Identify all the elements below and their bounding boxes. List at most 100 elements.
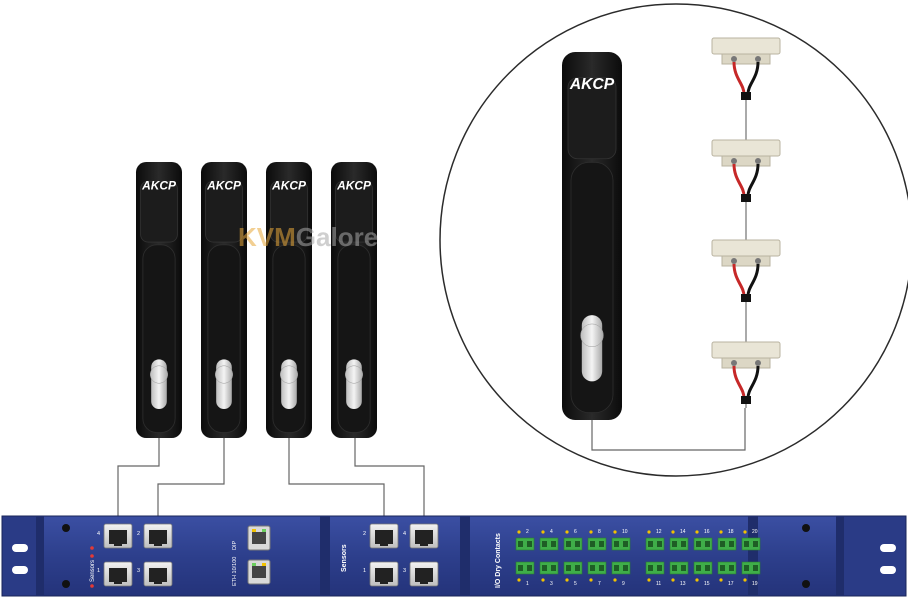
- io-terminal-block[interactable]: [587, 537, 607, 551]
- io-terminal-block[interactable]: [515, 537, 535, 551]
- handle-brand-logo: AKCP: [271, 179, 306, 193]
- handle-brand-logo: AKCP: [206, 179, 241, 193]
- sensor-port[interactable]: [369, 523, 399, 549]
- sensor-port[interactable]: [369, 561, 399, 587]
- io-terminal-block[interactable]: [515, 561, 535, 575]
- red-wire: [732, 163, 746, 197]
- handle-top-pad: [567, 77, 617, 160]
- io-terminal-block[interactable]: [611, 537, 631, 551]
- terminal-screw-icon: [551, 565, 556, 571]
- sensor-port[interactable]: [409, 561, 439, 587]
- led-icon: [565, 530, 569, 534]
- terminal-screw-icon: [623, 541, 628, 547]
- terminal-screw-icon: [590, 541, 595, 547]
- terminal-screw-icon: [681, 565, 686, 571]
- sensor-port[interactable]: [103, 561, 133, 587]
- wire-splice: [741, 396, 751, 404]
- sensor-port[interactable]: [103, 523, 133, 549]
- black-wire: [746, 365, 760, 399]
- sensor-base: [721, 53, 771, 65]
- io-terminal-block[interactable]: [741, 537, 761, 551]
- terminal-screw-icon: [744, 541, 749, 547]
- door-contact-sensor: [711, 37, 781, 140]
- io-terminal-block[interactable]: [645, 561, 665, 575]
- io-number-label: 18: [728, 529, 734, 535]
- red-wire: [732, 365, 746, 399]
- io-terminal-block[interactable]: [669, 537, 689, 551]
- terminal-screw-icon: [575, 541, 580, 547]
- sensor-port[interactable]: [143, 523, 173, 549]
- terminal-screw-icon: [744, 565, 749, 571]
- terminal-screw-icon: [599, 541, 604, 547]
- terminal-screw-icon: [753, 565, 758, 571]
- rj45-socket: [375, 530, 393, 544]
- contact-sensor-chain: [711, 37, 781, 408]
- io-terminal-block[interactable]: [611, 561, 631, 575]
- io-terminal-block[interactable]: [563, 537, 583, 551]
- dip-port[interactable]: [247, 525, 271, 551]
- io-number-label: 17: [728, 581, 734, 587]
- io-number-label: 15: [704, 581, 710, 587]
- port-number-label: 4: [97, 531, 100, 537]
- terminal-screw-icon: [551, 541, 556, 547]
- panel-divider: [836, 516, 844, 596]
- terminal-screw-icon: [599, 565, 604, 571]
- handle-lever: [142, 244, 176, 433]
- terminal-screw-icon: [575, 565, 580, 571]
- io-number-label: 5: [574, 581, 577, 587]
- io-terminal-block[interactable]: [693, 561, 713, 575]
- screw-icon: [62, 524, 70, 532]
- sensor-port[interactable]: [409, 523, 439, 549]
- terminal-screw-icon: [542, 565, 547, 571]
- rj45-socket: [149, 530, 167, 544]
- screw-icon: [731, 158, 737, 164]
- screw-icon: [755, 158, 761, 164]
- io-terminal-block[interactable]: [693, 537, 713, 551]
- io-terminal-block[interactable]: [539, 561, 559, 575]
- terminal-screw-icon: [696, 541, 701, 547]
- io-number-label: 4: [550, 529, 553, 535]
- led-icon: [719, 530, 723, 534]
- ethernet-port[interactable]: [247, 559, 271, 585]
- led-icon: [647, 530, 651, 534]
- terminal-screw-icon: [614, 541, 619, 547]
- terminal-screw-icon: [681, 541, 686, 547]
- led-icon: [252, 563, 256, 566]
- rack-ear-right: [841, 515, 907, 597]
- led-icon: [719, 578, 723, 582]
- rj45-socket: [109, 530, 127, 544]
- port-number-label: 1: [363, 568, 366, 574]
- io-terminal-block[interactable]: [645, 537, 665, 551]
- led-icon: [671, 530, 675, 534]
- terminal-screw-icon: [648, 565, 653, 571]
- rj45-socket: [375, 568, 393, 582]
- lock-knob-icon: [215, 365, 233, 384]
- io-terminal-block[interactable]: [669, 561, 689, 575]
- io-terminal-block[interactable]: [717, 561, 737, 575]
- screw-icon: [755, 360, 761, 366]
- io-number-label: 19: [752, 581, 758, 587]
- io-terminal-block[interactable]: [587, 561, 607, 575]
- io-terminal-block[interactable]: [539, 537, 559, 551]
- rack-chassis: [1, 515, 907, 597]
- screw-icon: [755, 56, 761, 62]
- io-terminal-block[interactable]: [717, 537, 737, 551]
- port-number-label: 2: [363, 531, 366, 537]
- io-terminal-block[interactable]: [741, 561, 761, 575]
- terminal-screw-icon: [527, 565, 532, 571]
- handle-lever: [570, 161, 614, 414]
- terminal-screw-icon: [566, 565, 571, 571]
- led-icon: [589, 578, 593, 582]
- sensor-body: [711, 139, 781, 157]
- led-icon: [613, 578, 617, 582]
- led-icon: [743, 578, 747, 582]
- red-wire: [732, 263, 746, 297]
- sensor-port[interactable]: [143, 561, 173, 587]
- sensor-base: [721, 357, 771, 369]
- left-sensors-label: Sensors: [90, 560, 96, 582]
- io-dry-contacts-label: I/O Dry Contacts: [495, 533, 502, 588]
- rj45-socket: [109, 568, 127, 582]
- io-terminal-block[interactable]: [563, 561, 583, 575]
